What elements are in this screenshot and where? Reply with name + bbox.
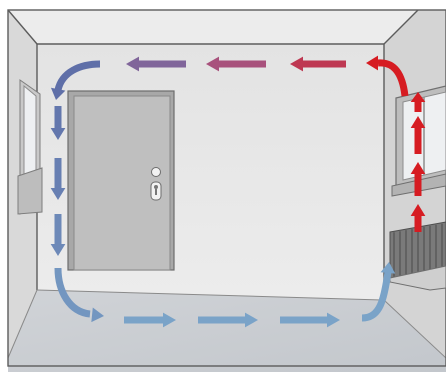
ceiling-edge-left [7,9,38,45]
ceiling [8,10,418,44]
corner-air-arrow-top-left [50,60,101,100]
ceiling-air-arrow-1 [290,56,346,72]
corner-air-arrow-top-right [366,55,409,97]
sinking-air-arrow-1 [50,106,66,140]
sinking-air-arrow-2 [50,158,66,200]
corner-air-arrow-bottom-right [361,262,396,322]
corner-air-arrow-bottom-left [54,267,104,323]
rising-air-arrow-1 [410,204,426,232]
ceiling-air-arrow-2 [206,56,266,72]
floor [8,290,446,372]
floor-air-arrow-1 [124,312,176,328]
airflow-arrows [50,55,426,328]
floor-air-arrow-3 [280,312,340,328]
back-floor-edge [36,289,385,301]
left-window-icon [17,79,43,215]
rising-air-arrow-4 [410,92,426,112]
left-floor-edge [7,289,38,359]
rising-air-arrow-2 [410,162,426,196]
radiator-icon [389,221,446,291]
door-icon [67,90,175,271]
rising-air-arrow-3 [410,116,426,154]
right-floor-edge [383,299,446,359]
sinking-air-arrow-3 [50,214,66,256]
floor-air-arrow-2 [198,312,258,328]
door-handle-icon [150,167,162,201]
ceiling-edge-right [383,9,419,45]
ceiling-air-arrow-3 [126,56,186,72]
frame-border [7,9,446,367]
